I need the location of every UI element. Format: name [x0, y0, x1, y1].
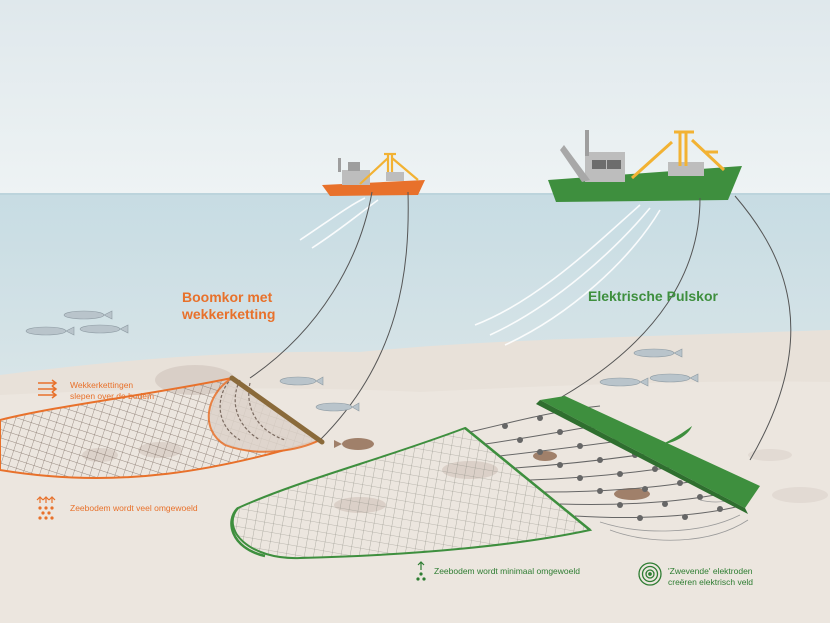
dots-up-icon — [36, 496, 56, 520]
electrodes-note-line-1: 'Zwevende' elektroden — [668, 566, 753, 576]
beam-trawl-title-line-2: wekkerketting — [182, 306, 276, 322]
beam-trawl-title-line-1: Boomkor met — [182, 289, 273, 305]
pulse-beam — [536, 396, 760, 514]
chain-arrows-icon — [38, 379, 58, 399]
pulse-trawl-net — [230, 426, 593, 560]
tow-cables — [249, 191, 792, 461]
beam-trawl-title: Boomkor met wekkerketting — [182, 289, 275, 323]
pulse-trawl-title: Elektrische Pulskor — [588, 288, 718, 304]
pulse-trawl-boat — [548, 130, 742, 202]
wake-lines — [299, 197, 661, 346]
electrodes-note-line-2: creëren elektrisch veld — [668, 576, 754, 587]
seabed-much-note: Zeebodem wordt veel omgewoeld — [70, 503, 198, 513]
fish-group — [25, 310, 699, 412]
electric-field-icon — [638, 562, 662, 586]
seabed-minimal-note: Zeebodem wordt minimaal omgewoeld — [434, 566, 580, 576]
dots-up-small-icon — [416, 561, 426, 581]
sky — [0, 0, 830, 195]
chains-note: Wekkerkettingen slepen over de bodem — [70, 380, 154, 401]
seabed-patch — [772, 487, 828, 503]
chains-note-line-1: Wekkerkettingen — [70, 380, 134, 390]
beam-trawl-boat — [322, 152, 425, 196]
beam-trawl-net — [0, 375, 325, 480]
seabed-patch — [748, 449, 792, 461]
chains-note-line-2: slepen over de bodem — [70, 390, 155, 401]
electrodes-note: 'Zwevende' elektroden creëren elektrisch… — [668, 566, 753, 587]
